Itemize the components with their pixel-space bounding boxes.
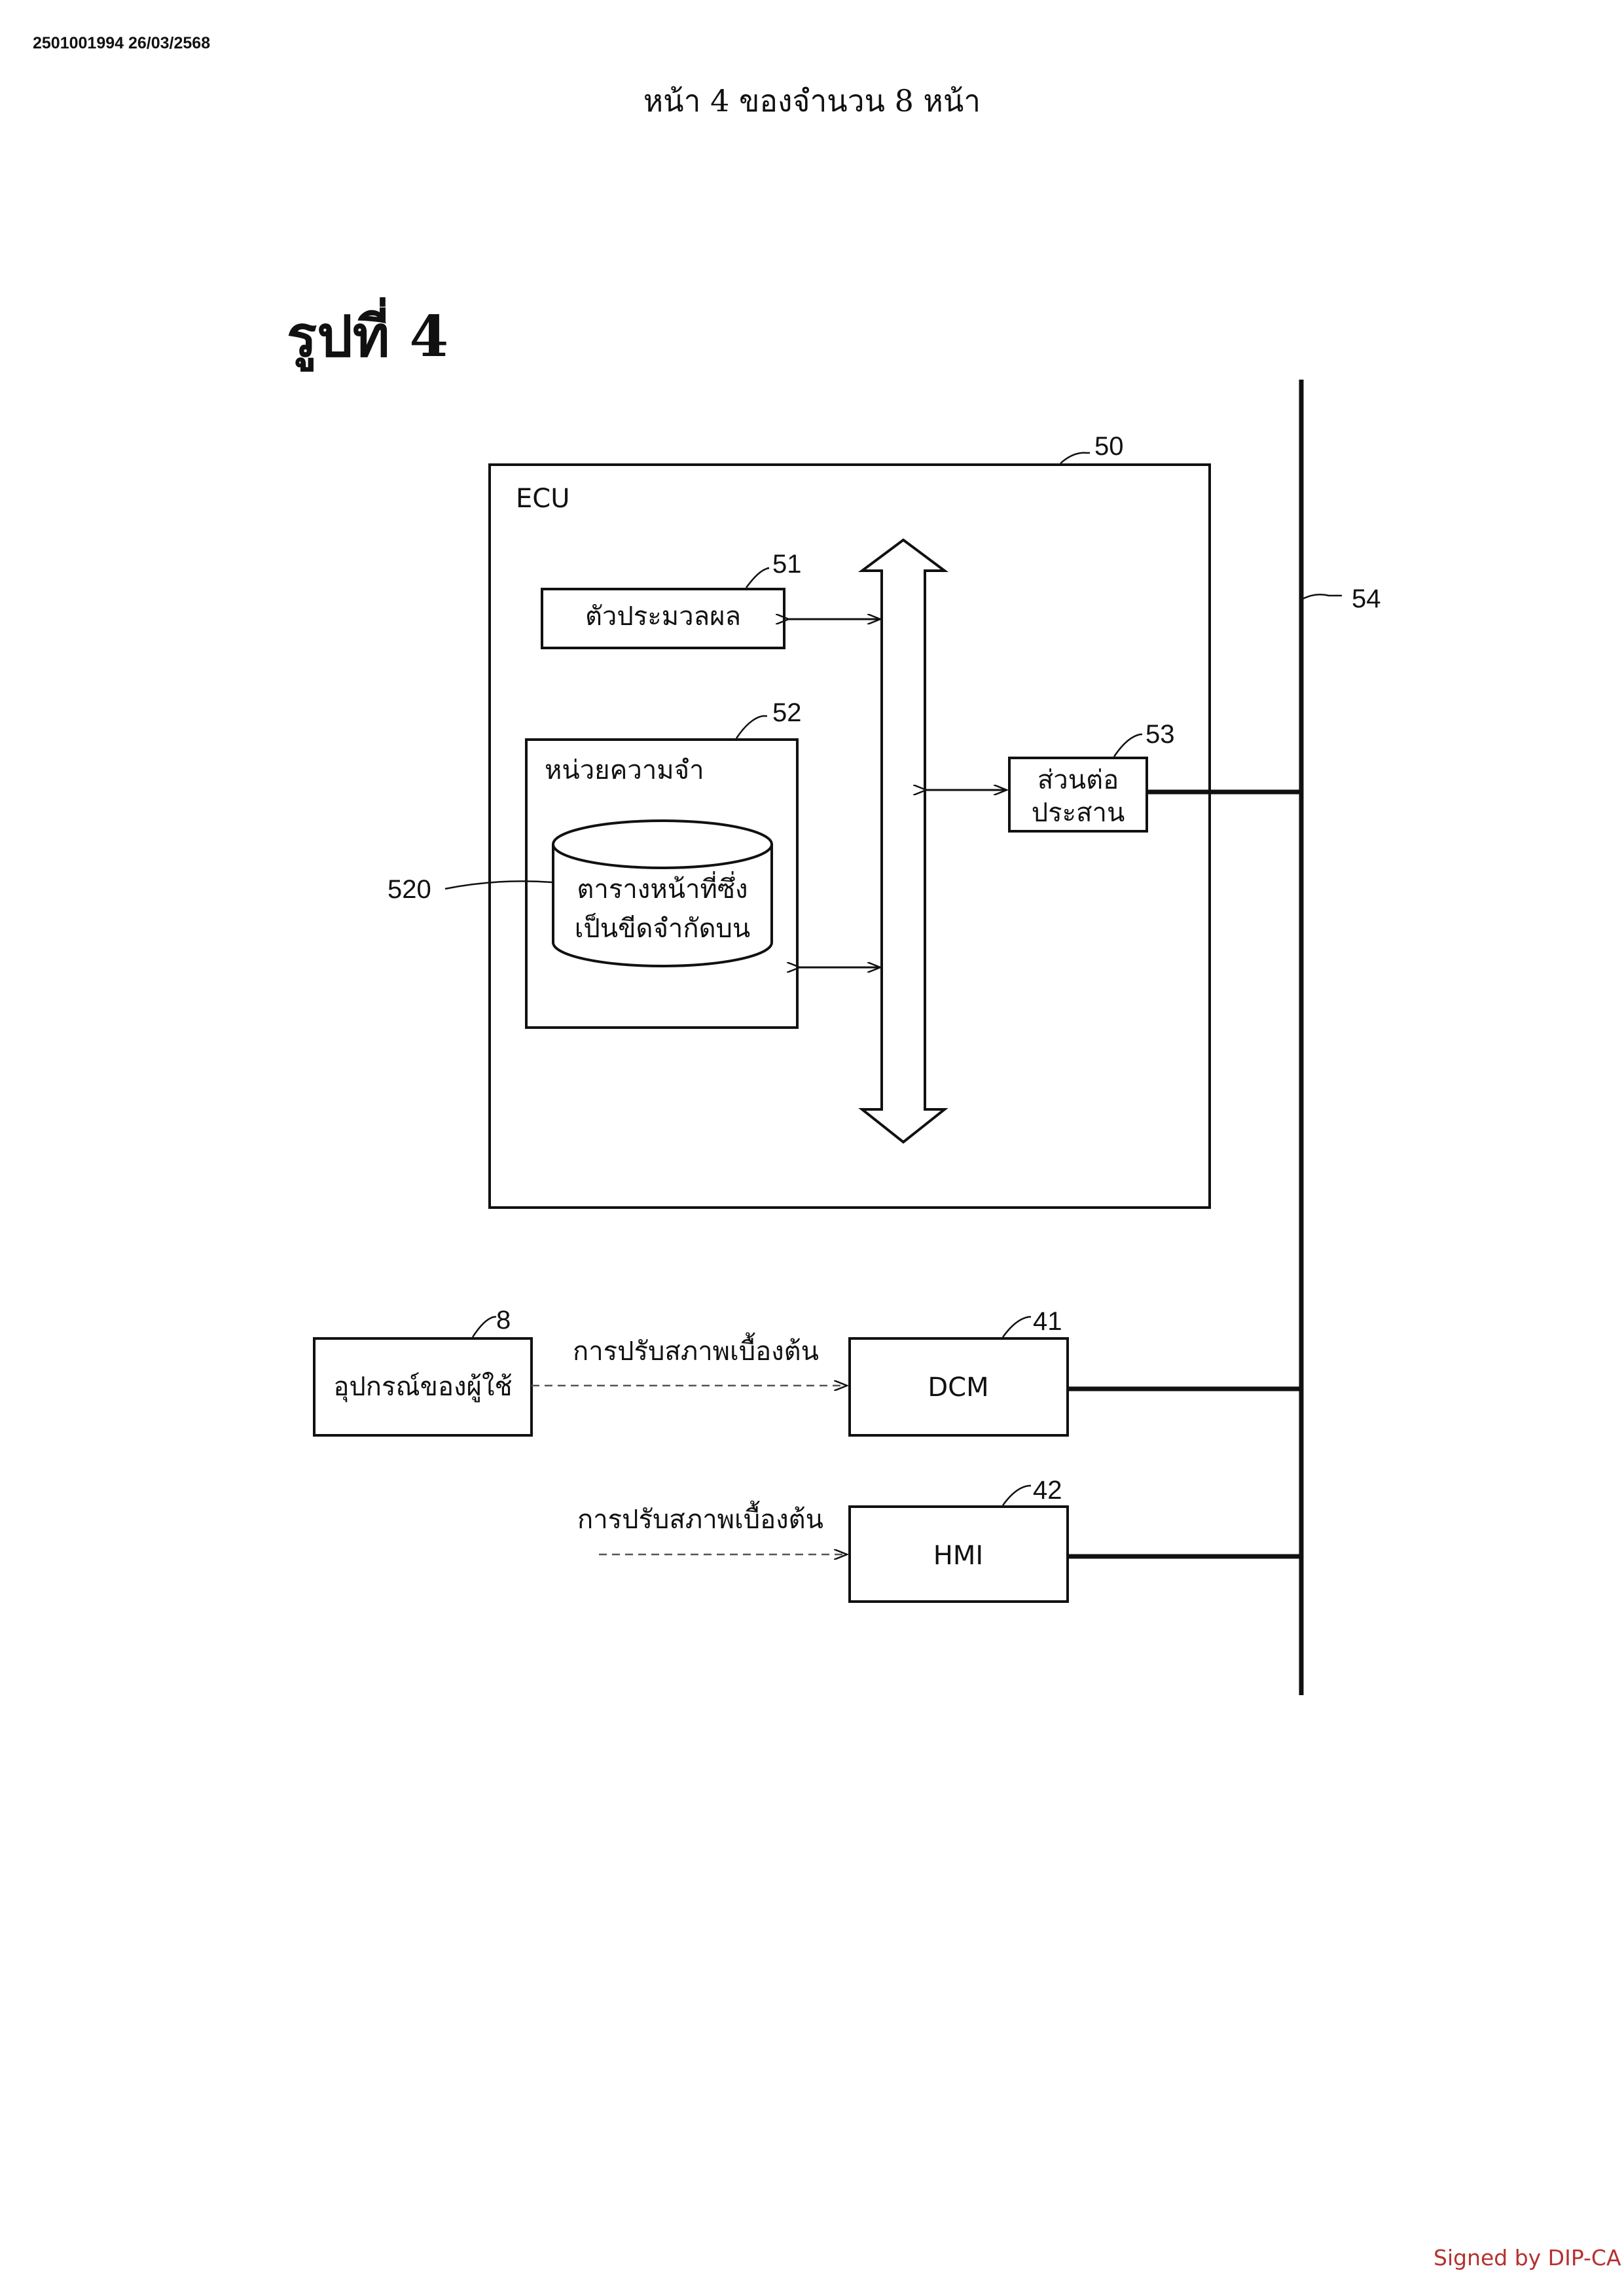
interface-leader-line: [1113, 733, 1142, 757]
table-label-line2: เป็นขีดจำกัดบน: [575, 912, 751, 944]
user-device-ref: 8: [496, 1306, 511, 1335]
memory-box: [525, 738, 799, 1029]
interface-label-line2: ประสาน: [1032, 798, 1125, 828]
table-label-line1: ตารางหน้าที่ซึ่ง: [577, 871, 748, 905]
dcm-leader-line: [1001, 1316, 1031, 1338]
digital-signature-stamp: Signed by DIP-CA: [1434, 2245, 1621, 2270]
dcm-input-label: การปรับสภาพเบื้องต้น: [573, 1332, 819, 1367]
processor-ref: 51: [772, 550, 802, 579]
interface-label-line1: ส่วนต่อ: [1038, 765, 1119, 795]
memory-leader-line: [735, 715, 767, 739]
interface-box: [1008, 757, 1148, 833]
ecu-ref: 50: [1094, 432, 1124, 461]
ecu-label: ECU: [516, 484, 569, 514]
user-device-leader-line: [471, 1316, 496, 1338]
hmi-input-label: การปรับสภาพเบื้องต้น: [577, 1500, 823, 1535]
hmi-leader-line: [1001, 1484, 1031, 1506]
ecu-leader-line: [1060, 452, 1090, 464]
table-leader-line: [444, 880, 552, 890]
dcm-ref: 41: [1033, 1307, 1062, 1336]
memory-label: หน่วยความจำ: [545, 755, 704, 785]
processor-label: ตัวประมวลผล: [585, 601, 741, 632]
processor-leader-line: [745, 567, 770, 588]
user-device-box: [313, 1337, 533, 1437]
internal-bus-arrow: [857, 538, 949, 1144]
ecu-box: [488, 463, 1211, 1209]
bus-leader-line: [1302, 594, 1342, 600]
hmi-label: HMI: [933, 1541, 983, 1571]
user-device-label: อุปกรณ์ของผู้ใช้: [333, 1371, 512, 1403]
page-number-header: หน้า 4 ของจำนวน 8 หน้า: [643, 83, 981, 118]
memory-ref: 52: [772, 698, 802, 727]
table-cylinder: [552, 819, 773, 967]
hmi-ref: 42: [1033, 1476, 1062, 1505]
bus-ref: 54: [1352, 584, 1381, 613]
interface-ref: 53: [1146, 720, 1175, 749]
figure-title: รูปที่ 4: [287, 304, 449, 370]
dcm-label: DCM: [928, 1372, 988, 1403]
table-ref: 520: [388, 875, 431, 904]
document-id: 2501001994 26/03/2568: [33, 34, 211, 52]
